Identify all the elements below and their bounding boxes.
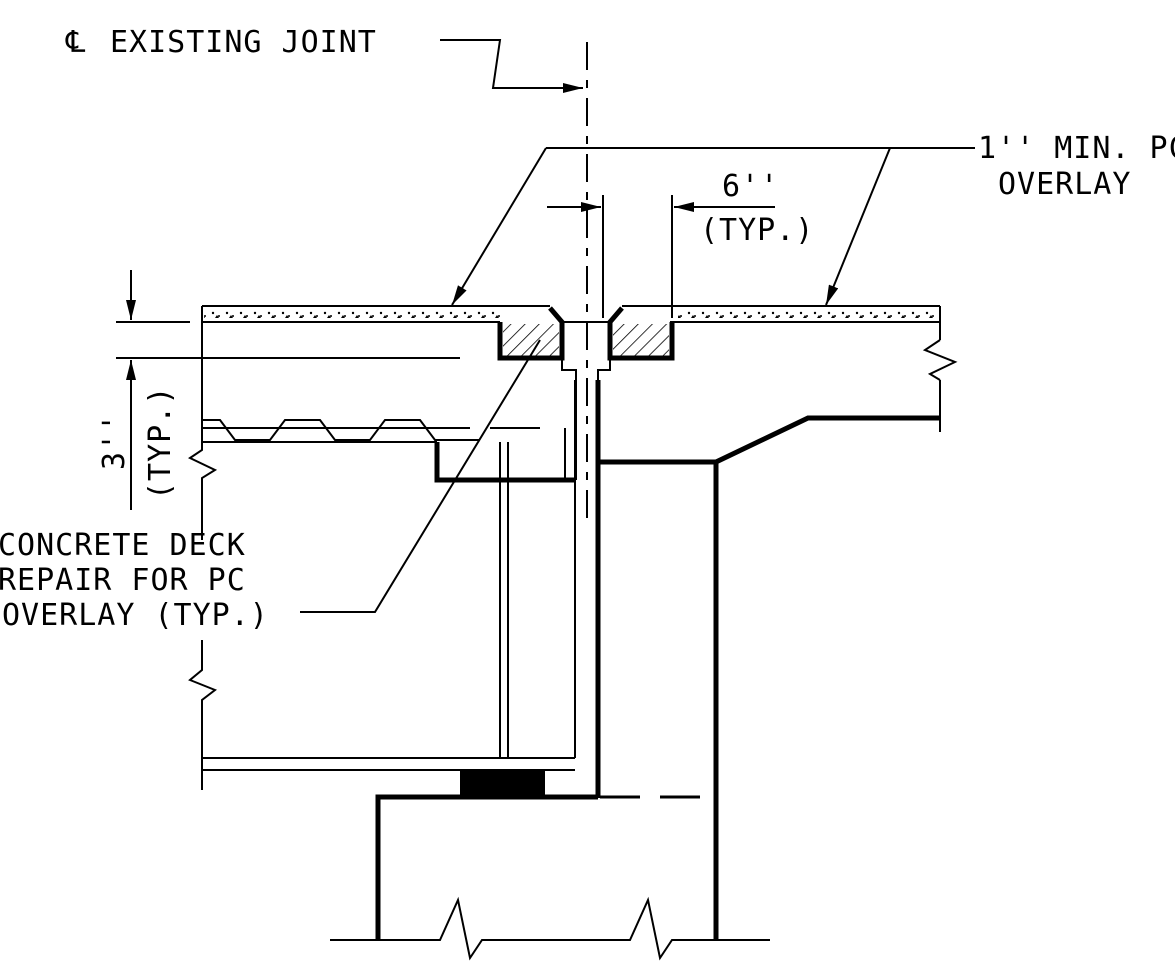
girder — [202, 380, 576, 771]
six-inch-typ-label: (TYP.) — [700, 213, 814, 248]
three-inch-dimension — [116, 270, 460, 510]
abutment — [330, 415, 940, 961]
existing-joint-label: EXISTING JOINT — [110, 25, 377, 60]
three-inch-typ-label: (TYP.) — [143, 386, 178, 500]
existing-joint-leader — [440, 39, 583, 93]
overlay-leaders — [451, 147, 975, 306]
three-inch-label: 3'' — [97, 413, 132, 470]
six-inch-label: 6'' — [722, 169, 779, 204]
repair-block-right — [607, 306, 675, 361]
bearing-pad — [460, 770, 545, 796]
left-deck-slab — [201, 305, 550, 443]
metal-deck-form — [202, 419, 540, 441]
left-break-lines — [187, 442, 218, 790]
repair-leader — [300, 339, 541, 613]
repair-label-line1: CONCRETE DECK — [0, 528, 246, 563]
overlay-label-line2: OVERLAY — [998, 167, 1131, 202]
repair-label-line3: OVERLAY (TYP.) — [2, 598, 269, 633]
overlay-label-line1: 1'' MIN. PC — [978, 131, 1175, 166]
centerline-symbol: ℄ — [65, 25, 86, 60]
right-deck-slab — [622, 305, 958, 432]
six-inch-dimension — [547, 195, 775, 318]
repair-block-left — [497, 306, 565, 361]
repair-label-line2: REPAIR FOR PC — [0, 563, 246, 598]
